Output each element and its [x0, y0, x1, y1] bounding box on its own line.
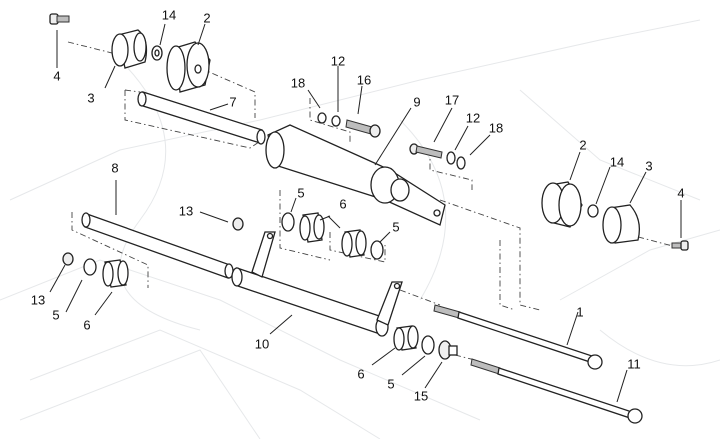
washer-14-left[interactable] [151, 45, 163, 61]
callout-4-left: 4 [53, 68, 61, 84]
washer-12-upper-right[interactable] [446, 151, 456, 165]
bushing-6-middle-right[interactable] [341, 229, 367, 258]
callout-5-middle-right: 5 [392, 219, 400, 235]
callout-13-middle: 13 [178, 203, 194, 219]
callout-18-upper-left: 18 [290, 75, 306, 91]
callout-6-bottom: 6 [357, 366, 365, 382]
bushing-6-middle-left[interactable] [299, 212, 325, 243]
o-ring-5-middle-right[interactable] [370, 240, 384, 260]
cap-3-right[interactable] [602, 204, 641, 244]
callout-9: 9 [413, 94, 421, 110]
callout-11: 11 [627, 356, 641, 372]
callout-7: 7 [229, 94, 237, 110]
nut-13-left[interactable] [62, 252, 74, 266]
callout-5-left: 5 [52, 307, 60, 323]
bushing-2-left[interactable] [166, 41, 211, 93]
callout-2-right: 2 [579, 137, 587, 153]
bolt-17[interactable] [409, 143, 443, 159]
bushing-2-right[interactable] [541, 181, 583, 228]
callout-14-left: 14 [161, 7, 177, 23]
callout-3-left: 3 [87, 90, 95, 106]
callout-2-left: 2 [203, 10, 211, 26]
pin-8[interactable] [81, 212, 234, 279]
callout-3-right: 3 [645, 158, 653, 174]
callout-5-middle-left: 5 [297, 185, 305, 201]
callout-8: 8 [111, 160, 119, 176]
callout-1: 1 [576, 304, 584, 320]
callout-16: 16 [356, 72, 372, 88]
callout-5-bottom: 5 [387, 376, 395, 392]
leader-lines [49, 23, 682, 403]
callout-10: 10 [254, 336, 270, 352]
washer-12-upper-left[interactable] [331, 115, 341, 127]
bushing-6-left[interactable] [102, 259, 129, 288]
bolt-16[interactable] [345, 119, 381, 138]
washer-18-upper-right[interactable] [456, 156, 466, 170]
washer-18-upper-left[interactable] [317, 112, 327, 124]
callout-13-left: 13 [30, 292, 46, 308]
callout-18-upper-right: 18 [488, 120, 504, 136]
o-ring-5-middle-left[interactable] [281, 212, 295, 232]
callout-17: 17 [444, 92, 460, 108]
long-bolt-1[interactable] [433, 304, 603, 370]
callout-12-upper-right: 12 [465, 110, 481, 126]
arm-9[interactable] [265, 124, 446, 226]
bushing-6-bottom[interactable] [393, 325, 419, 351]
o-ring-5-bottom[interactable] [421, 335, 435, 355]
washer-14-right[interactable] [587, 204, 599, 218]
o-ring-5-left[interactable] [83, 258, 97, 276]
spacer-15[interactable] [438, 340, 458, 360]
assembly-lines [67, 41, 681, 361]
cap-3-left[interactable] [111, 29, 148, 69]
callout-15: 15 [413, 388, 429, 404]
callout-4-right: 4 [677, 185, 685, 201]
callout-6-left: 6 [83, 317, 91, 333]
callout-14-right: 14 [609, 154, 625, 170]
callout-12-upper-left: 12 [330, 53, 346, 69]
bolt-4-left[interactable] [49, 13, 70, 25]
nut-13-middle[interactable] [232, 217, 244, 231]
callout-6-middle: 6 [339, 196, 347, 212]
pin-7[interactable] [137, 91, 266, 145]
long-bolt-11[interactable] [470, 358, 643, 424]
link-10[interactable] [231, 231, 403, 337]
bolt-4-right[interactable] [671, 240, 689, 251]
